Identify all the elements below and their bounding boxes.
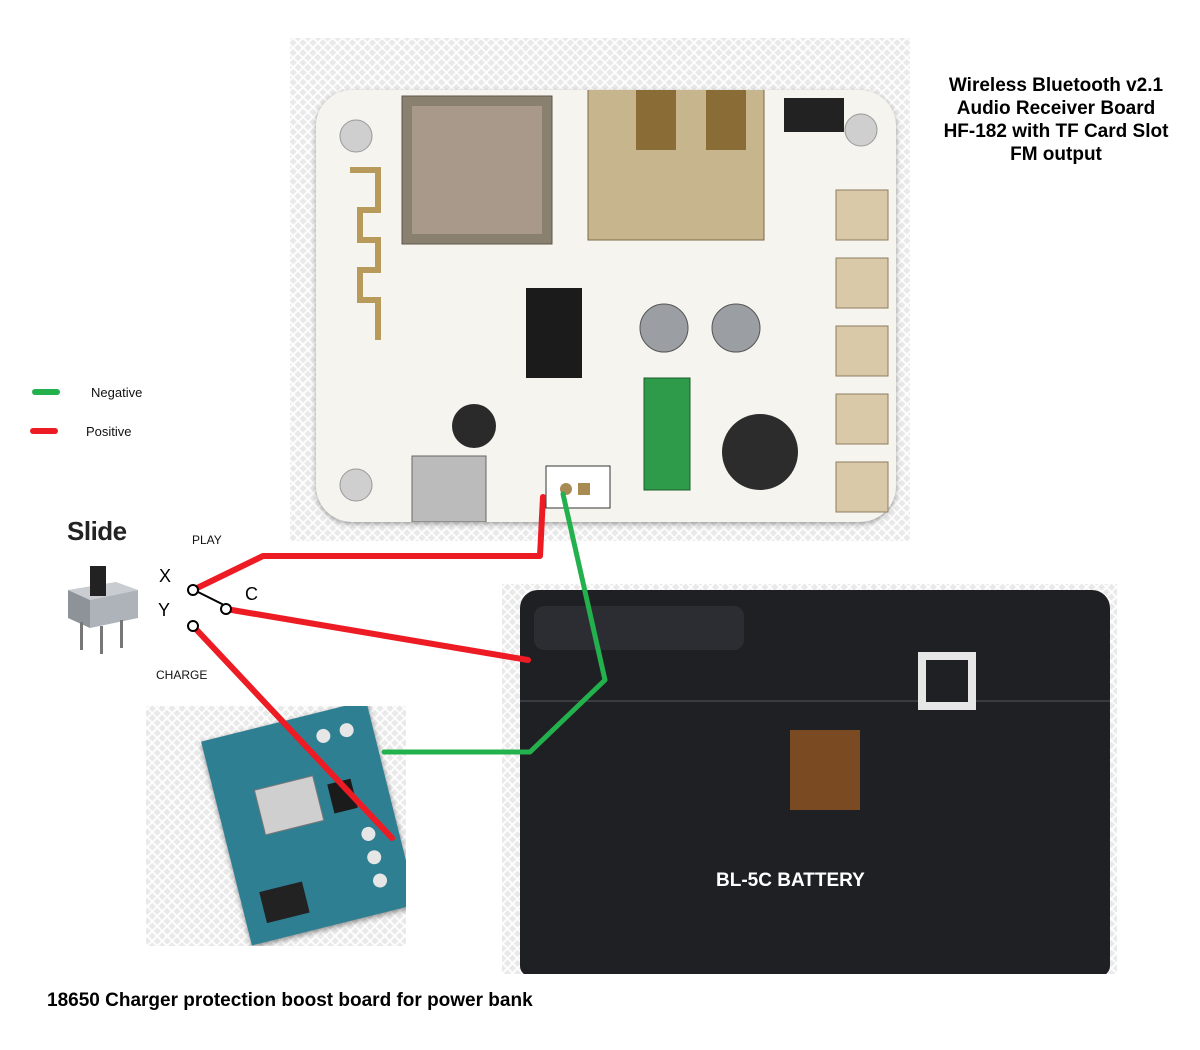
title-line-3: HF-182 with TF Card Slot bbox=[943, 121, 1169, 142]
charger-board-photo bbox=[146, 706, 406, 946]
switch-pin-c bbox=[220, 603, 232, 615]
positive-label: Positive bbox=[86, 424, 132, 439]
negative-swatch bbox=[32, 389, 60, 395]
charger-caption: 18650 Charger protection boost board for… bbox=[47, 990, 533, 1011]
battery-label: BL-5C BATTERY bbox=[716, 870, 865, 891]
wire-positive-play bbox=[190, 494, 546, 593]
positive-swatch bbox=[30, 428, 58, 434]
bluetooth-board bbox=[316, 59, 896, 523]
switch-pin-x bbox=[187, 584, 199, 596]
slide-switch-title: Slide bbox=[67, 516, 127, 546]
battery-photo bbox=[502, 584, 1117, 974]
pin-x-label: X bbox=[159, 566, 172, 586]
wire-negative bbox=[381, 491, 608, 755]
title-line-1: Wireless Bluetooth v2.1 bbox=[948, 75, 1164, 96]
battery-body bbox=[520, 590, 1110, 974]
pin-y-label: Y bbox=[158, 600, 171, 620]
wire-positive-battery bbox=[223, 606, 531, 663]
slide-switch-icon bbox=[68, 566, 138, 654]
charge-label: CHARGE bbox=[156, 668, 208, 682]
title-line-2: Audio Receiver Board bbox=[956, 98, 1156, 119]
switch-lever bbox=[197, 591, 223, 605]
board-title: Wireless Bluetooth v2.1 Audio Receiver B… bbox=[912, 74, 1200, 166]
negative-label: Negative bbox=[91, 385, 143, 400]
switch-pin-y bbox=[187, 620, 199, 632]
bluetooth-board-photo bbox=[290, 38, 910, 541]
play-label: PLAY bbox=[192, 533, 222, 547]
pin-c-label: C bbox=[245, 584, 258, 604]
charger-board bbox=[201, 706, 406, 946]
wire-positive-charge bbox=[190, 623, 395, 841]
title-line-4: FM output bbox=[1010, 144, 1102, 165]
